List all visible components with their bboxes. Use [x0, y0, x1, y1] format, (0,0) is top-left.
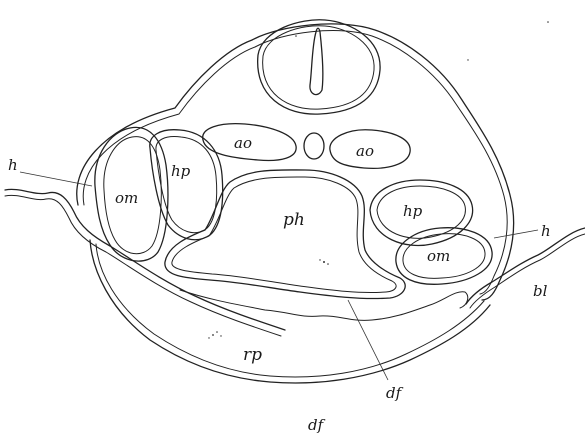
- label-bl: bl: [533, 282, 548, 300]
- stipple-marks: [208, 21, 549, 338]
- label-rp: rp: [243, 345, 262, 365]
- pharynx[interactable]: [165, 170, 405, 299]
- label-df-outer: df: [308, 416, 326, 434]
- label-hp-right: hp: [403, 202, 423, 220]
- labels: h om hp ao ao ph hp om h bl rp df df: [8, 134, 551, 434]
- label-df-inner: df: [386, 384, 404, 402]
- label-h-right: h: [541, 222, 551, 240]
- label-ao-right: ao: [356, 142, 374, 160]
- label-h-left: h: [8, 156, 18, 174]
- notochord[interactable]: [304, 133, 324, 159]
- neural-tube[interactable]: [258, 20, 380, 114]
- right-fold-strand: [466, 228, 585, 308]
- label-om-left: om: [115, 189, 138, 207]
- leader-lines: [20, 172, 538, 380]
- label-hp-left: hp: [171, 162, 191, 180]
- left-fold-strand: [5, 189, 285, 336]
- leader-h-right: [494, 230, 538, 238]
- label-om-right: om: [427, 247, 450, 265]
- label-ph: ph: [283, 210, 305, 230]
- leader-h-left: [20, 172, 92, 186]
- label-ao-left: ao: [234, 134, 252, 152]
